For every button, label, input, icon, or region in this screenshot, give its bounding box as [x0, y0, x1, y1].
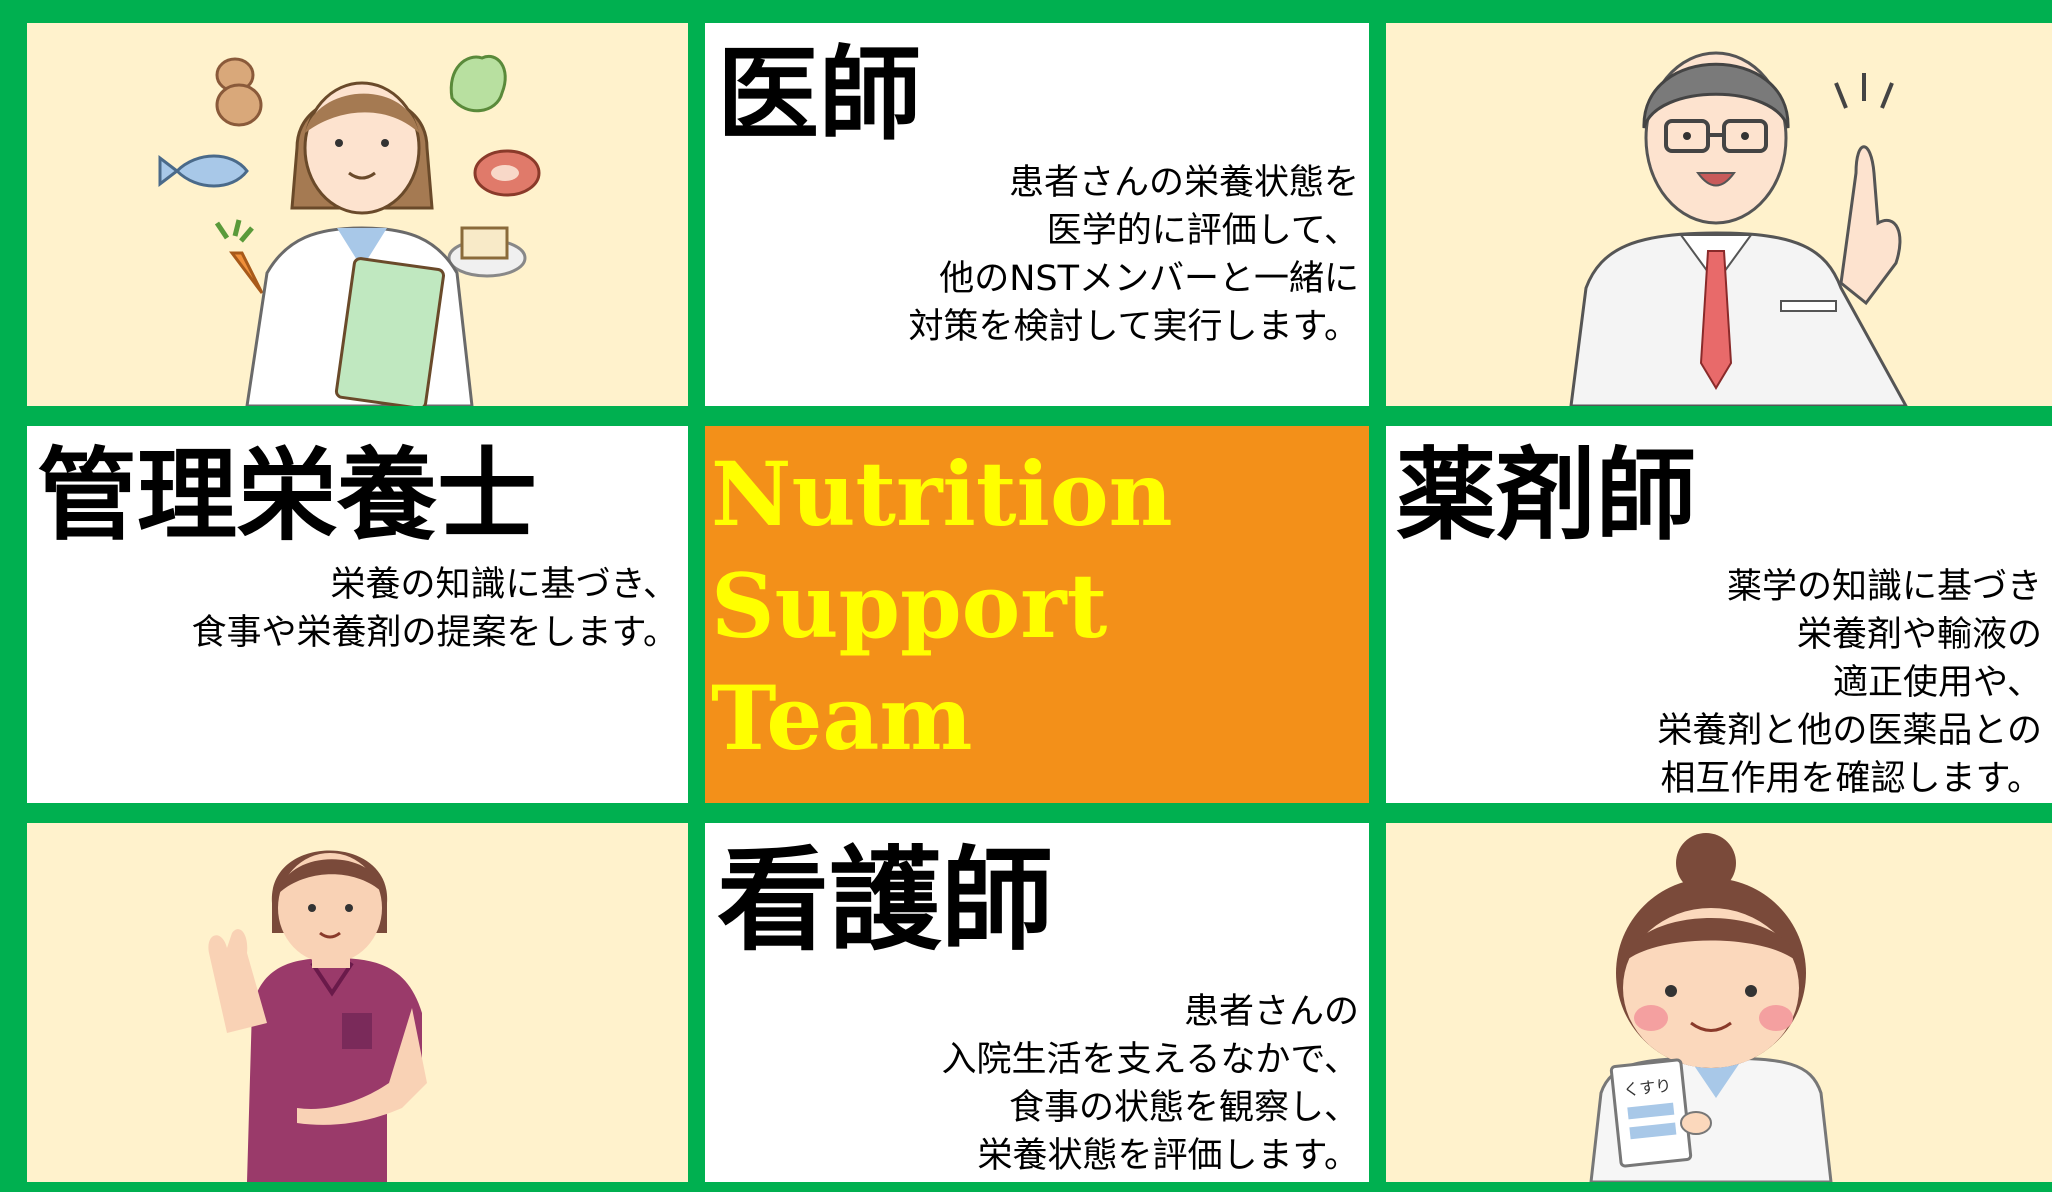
carrot-icon: [214, 219, 264, 294]
doctor-desc-line: 医学的に評価して、: [1046, 211, 1359, 251]
tofu-icon: [447, 226, 527, 278]
dietitian-description: 栄養の知識に基づき、 食事や栄養剤の提案をします。: [191, 561, 678, 657]
nst-heading: Nutrition Support Team: [711, 438, 1173, 774]
nurse-desc-line: 栄養状態を評価します。: [977, 1136, 1359, 1176]
pharmacist-title: 薬剤師: [1396, 437, 1696, 554]
doctor-desc-line: 患者さんの栄養状態を: [1008, 163, 1359, 203]
nurse-panel: 看護師 患者さんの 入院生活を支えるなかで、 食事の状態を観察し、 栄養状態を評…: [705, 823, 1369, 1182]
nst-heading-line: Support: [711, 554, 1108, 658]
dietitian-illustration: [158, 55, 541, 406]
pharmacist-desc-line: 適正使用や、: [1833, 663, 2042, 703]
nurse-illustration: [208, 850, 427, 1182]
dietitian-illustration-panel: [27, 23, 688, 406]
doctor-desc-line: 他のNSTメンバーと一緒に: [939, 259, 1359, 299]
doctor-illustration-panel: [1386, 23, 2052, 406]
doctor-illustration: [1569, 51, 1908, 406]
doctor-desc-line: 対策を検討して実行します。: [908, 307, 1359, 347]
meat-icon: [473, 149, 541, 197]
pharmacist-illustration: くすり: [1589, 833, 1833, 1182]
nurse-illustration-panel: [27, 823, 688, 1182]
nurse-desc-line: 入院生活を支えるなかで、: [941, 1040, 1359, 1080]
pharmacist-panel: 薬剤師 薬学の知識に基づき 栄養剤や輸液の 適正使用や、 栄養剤と他の医薬品との…: [1386, 426, 2052, 803]
pharmacist-desc-line: 栄養剤と他の医薬品との: [1657, 711, 2042, 751]
pharmacist-desc-line: 相互作用を確認します。: [1660, 759, 2042, 799]
pharmacist-desc-line: 栄養剤や輸液の: [1796, 615, 2042, 655]
medicine-label: くすり: [1622, 1076, 1672, 1100]
nurse-description: 患者さんの 入院生活を支えるなかで、 食事の状態を観察し、 栄養状態を評価します…: [941, 988, 1359, 1180]
pharmacist-illustration-panel: くすり: [1386, 823, 2052, 1182]
potato-icon: [215, 57, 263, 127]
nst-heading-line: Nutrition: [711, 442, 1173, 546]
nurse-desc-line: 食事の状態を観察し、: [1008, 1088, 1359, 1128]
doctor-title: 医師: [717, 36, 921, 155]
dietitian-panel: 管理栄養士 栄養の知識に基づき、 食事や栄養剤の提案をします。: [27, 426, 688, 803]
nst-center-panel: Nutrition Support Team: [705, 426, 1369, 803]
dietitian-desc-line: 栄養の知識に基づき、: [330, 565, 678, 605]
nst-heading-line: Team: [711, 666, 973, 770]
lettuce-icon: [449, 55, 507, 113]
dietitian-desc-line: 食事や栄養剤の提案をします。: [191, 613, 678, 653]
pharmacist-description: 薬学の知識に基づき 栄養剤や輸液の 適正使用や、 栄養剤と他の医薬品との 相互作…: [1657, 563, 2042, 803]
fish-icon: [158, 154, 249, 188]
nurse-desc-line: 患者さんの: [1183, 992, 1359, 1032]
doctor-panel: 医師 患者さんの栄養状態を 医学的に評価して、 他のNSTメンバーと一緒に 対策…: [705, 23, 1369, 406]
dietitian-title: 管理栄養士: [37, 437, 537, 554]
pharmacist-desc-line: 薬学の知識に基づき: [1726, 567, 2042, 607]
doctor-description: 患者さんの栄養状態を 医学的に評価して、 他のNSTメンバーと一緒に 対策を検討…: [909, 159, 1359, 351]
nurse-title: 看護師: [717, 836, 1053, 966]
